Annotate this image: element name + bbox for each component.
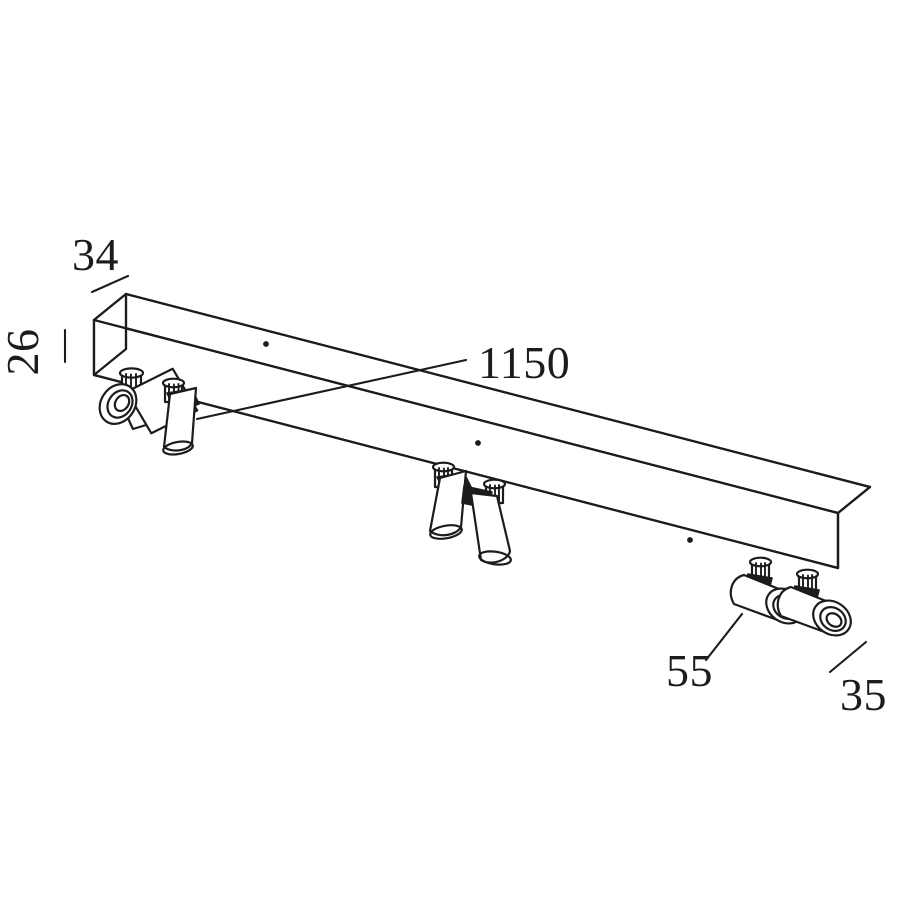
dimension-label-35: 35: [840, 669, 887, 720]
spotlight-group-right: [729, 556, 852, 637]
spotlight-group-center: [428, 461, 512, 566]
leader-line-1150: [195, 358, 468, 421]
leader-line-35: [828, 640, 868, 674]
spotlight-body-3: [428, 469, 468, 540]
spotlight-body-2: [162, 386, 198, 456]
spotlight-body-4: [469, 491, 512, 566]
bar-front-face: [92, 318, 840, 570]
leader-line-55: [704, 612, 744, 662]
dimension-leaders: [63, 274, 868, 674]
dimension-label-26: 26: [0, 329, 48, 376]
dimension-label-55: 55: [666, 645, 713, 696]
leader-line-34: [90, 274, 130, 294]
spotlight-body-6: [776, 585, 852, 637]
dimension-label-1150: 1150: [478, 337, 570, 388]
mount-dot: [475, 440, 481, 446]
track-bar: [92, 292, 872, 570]
dimension-label-34: 34: [72, 229, 119, 280]
mount-dot: [263, 341, 269, 347]
mount-dot: [687, 537, 693, 543]
dimension-labels: 34 26 1150 55 35: [0, 229, 887, 720]
spotlight-group-left: [98, 367, 200, 456]
